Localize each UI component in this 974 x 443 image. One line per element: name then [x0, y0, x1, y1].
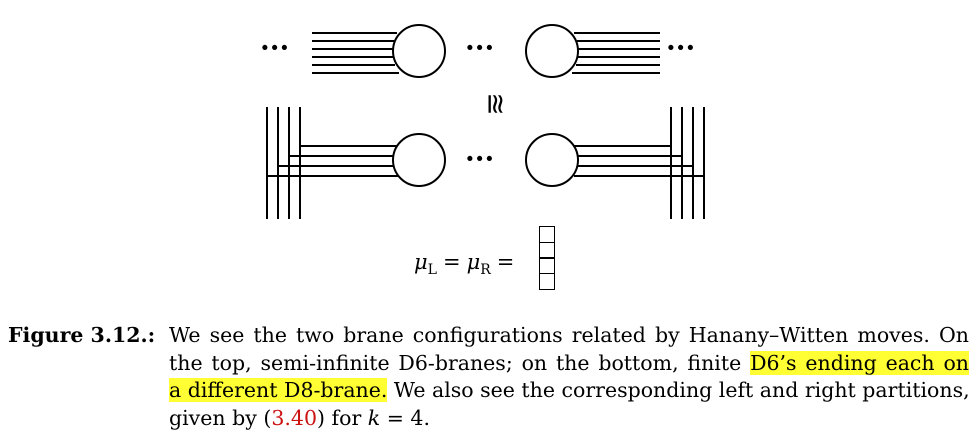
caption-text: given by (: [169, 405, 272, 430]
equals-sign-1: =: [442, 250, 461, 274]
caption-line-3: a different D8-brane. We also see the co…: [169, 377, 970, 405]
top-left-node: [392, 24, 446, 78]
subscript-left: L: [427, 262, 437, 278]
equals-sign-2: =: [496, 250, 515, 274]
caption-body: We see the two brane configurations rela…: [169, 322, 970, 433]
top-right-node: [525, 24, 579, 78]
highlighted-text: D6’s ending each on: [750, 350, 969, 375]
bottom-right-node: [525, 133, 579, 187]
variable-k: k: [367, 405, 381, 430]
top-right-ellipsis: ···: [666, 31, 695, 64]
caption-text: the top, semi-infinite D6-branes; on the…: [169, 350, 751, 375]
young-diagram: [539, 226, 555, 290]
equivalence-symbol: ≊: [479, 92, 512, 115]
equation-reference-link[interactable]: 3.40: [271, 405, 317, 430]
caption-line-1: We see the two brane configurations rela…: [169, 323, 969, 347]
young-box: [539, 272, 555, 290]
mu-right: μ: [466, 250, 481, 274]
mu-left: μ: [414, 250, 428, 274]
bottom-right-d6-lines: [574, 145, 704, 177]
young-box: [539, 257, 555, 274]
top-right-d6-lines: [572, 32, 660, 74]
brane-configuration-figure: ··· ··· ··· ··· ≊: [260, 24, 705, 219]
young-box: [539, 226, 555, 243]
partition-equation: μL=μR=: [414, 250, 520, 278]
caption-line-2: the top, semi-infinite D6-branes; on the…: [169, 350, 969, 378]
highlighted-text: a different D8-brane.: [169, 378, 388, 402]
caption-text: ) for: [317, 405, 368, 430]
bottom-left-d6-lines: [267, 145, 398, 177]
top-middle-ellipsis: ···: [465, 31, 494, 64]
left-d8-branes: [266, 107, 301, 219]
young-box: [539, 241, 555, 259]
bottom-middle-ellipsis: ···: [465, 142, 494, 175]
right-d8-branes: [670, 107, 705, 219]
caption-label: Figure 3.12.:: [8, 323, 156, 347]
top-left-d6-lines: [312, 32, 399, 74]
caption-text: We also see the corresponding left and r…: [387, 378, 970, 402]
top-left-ellipsis: ···: [260, 31, 289, 64]
caption-line-4: given by (3.40) for k = 4.: [169, 405, 969, 433]
caption-text: = 4.: [380, 405, 430, 430]
bottom-left-node: [392, 133, 446, 187]
subscript-right: R: [480, 262, 491, 278]
